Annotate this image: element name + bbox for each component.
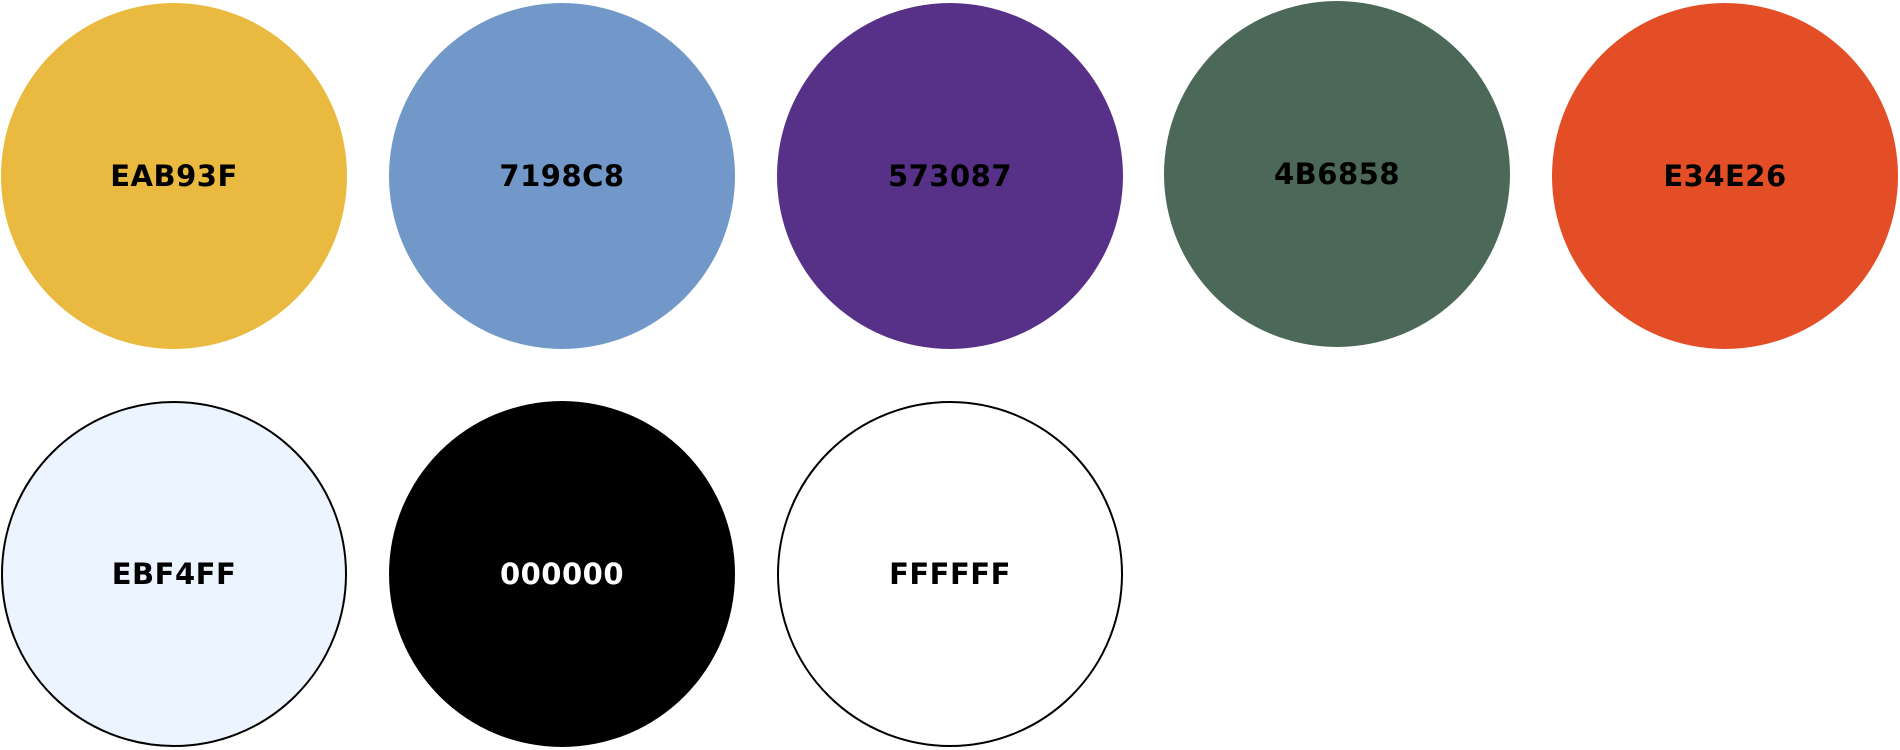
swatch-ffffff: FFFFFF [777, 401, 1123, 747]
swatch-e34e26: E34E26 [1552, 3, 1898, 349]
swatch-hex-label: FFFFFF [889, 557, 1011, 591]
swatch-hex-label: E34E26 [1663, 159, 1787, 193]
swatch-4b6858: 4B6858 [1164, 1, 1510, 347]
swatch-hex-label: 000000 [499, 557, 625, 591]
swatch-7198c8: 7198C8 [389, 3, 735, 349]
swatch-hex-label: EAB93F [110, 159, 238, 193]
swatch-000000: 000000 [389, 401, 735, 747]
swatch-hex-label: 573087 [887, 159, 1013, 193]
swatch-hex-label: EBF4FF [111, 557, 237, 591]
swatch-hex-label: 4B6858 [1274, 157, 1400, 191]
swatch-ebf4ff: EBF4FF [1, 401, 347, 747]
swatch-573087: 573087 [777, 3, 1123, 349]
swatch-eab93f: EAB93F [1, 3, 347, 349]
swatch-hex-label: 7198C8 [499, 159, 625, 193]
